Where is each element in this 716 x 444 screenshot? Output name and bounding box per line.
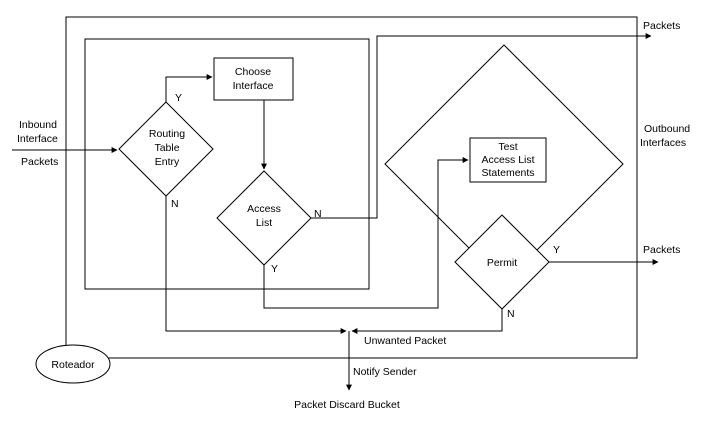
packets-top-label: Packets [643,20,680,32]
inbound-label-2: Interface [17,133,58,145]
test-access-list-box [469,137,547,183]
router-label: Roteador [51,359,95,371]
router-boundary [65,16,638,359]
access-label-1: Access [247,203,281,215]
access-no-to-outbound-connector [311,33,652,219]
access-yes-label: Y [271,263,278,275]
routing-label-1: Routing [149,128,185,140]
notify-sender-label: Notify Sender [353,366,417,378]
permit-label: Permit [487,257,517,269]
inbound-packets-label: Packets [21,156,58,168]
routing-label-3: Entry [155,156,180,168]
permit-no-connector [351,309,503,334]
discard-bucket-label: Packet Discard Bucket [294,399,400,411]
routing-label-2: Table [154,142,179,154]
choose-interface-box [213,57,294,101]
inbound-label-1: Inbound [19,119,57,131]
outbound-label-1: Outbound [644,123,690,135]
access-no-label: N [314,208,322,220]
test-label-3: Statements [481,167,534,179]
choose-label-1: Choose [235,66,271,78]
permit-no-label: N [507,308,515,320]
outbound-label-2: Interfaces [640,137,686,149]
router-ellipse [35,344,111,384]
routing-no-label: N [171,198,179,210]
routing-yes-label: Y [175,92,182,104]
unwanted-packet-label: Unwanted Packet [364,335,446,347]
routing-no-connector [165,196,347,334]
permit-yes-label: Y [553,244,560,256]
inner-routing-box [84,38,370,290]
packets-right-label: Packets [643,244,680,256]
routing-to-choose-connector [165,74,213,102]
access-yes-to-test-connector [263,157,469,309]
test-label-1: Test [498,141,517,153]
access-label-2: List [256,217,272,229]
choose-label-2: Interface [233,80,274,92]
test-label-2: Access List [481,154,534,166]
